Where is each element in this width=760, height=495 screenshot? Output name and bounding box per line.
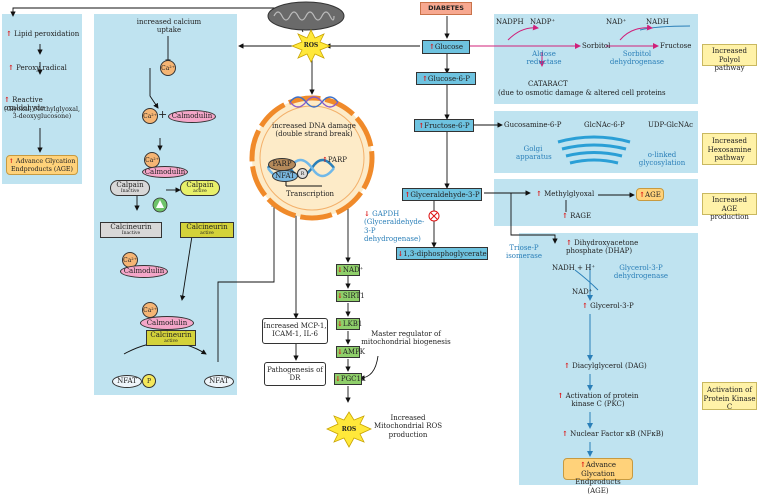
ca-ion-5: Ca²⁺ — [142, 302, 158, 318]
advance-glycation-left: ↑ Advance Glycation Endproducts (AGE) — [6, 155, 78, 175]
golgi-apparatus-icon — [557, 135, 631, 165]
plus-sign: + — [158, 108, 168, 121]
ros-burst-top-icon — [290, 29, 332, 63]
pathogenesis-box: Pathogenesis of DR — [264, 362, 326, 386]
glyceraldehyde-3-p-box: ↑Glyceraldehyde-3-P — [402, 188, 482, 201]
ros-bottom-label: ROS — [341, 426, 357, 433]
cataract-label: CATARACT — [528, 80, 568, 88]
diabetes-box: DIABETES — [420, 2, 472, 15]
cataract-cause: (due to osmotic damage & altered cell pr… — [498, 89, 666, 97]
advance-glycation-right: ↑Advance Glycation Endproducts (AGE) — [563, 458, 633, 495]
hexosamine-panel — [494, 111, 698, 173]
peroxy-radical: ↑ Peroxy radical — [8, 63, 67, 72]
glycerol-3-p-label: ↑ Glycerol-3-P — [582, 301, 634, 310]
ca-ion-2: Ca²⁺ — [142, 108, 158, 124]
nfat-dephosphorylated: NFAT — [204, 375, 234, 388]
side-label-age: Increased AGE production — [702, 193, 757, 221]
gapdh-label: ↓ GAPDH (Glyceraldehyde-3-P dehydrogenas… — [364, 209, 425, 244]
increased-mito-ros: Increased Mitochondrial ROS production — [373, 414, 443, 439]
polyol-panel — [494, 14, 698, 104]
ros-top-label: ROS — [303, 42, 319, 49]
calcium-uptake-title: increased calcium uptake — [136, 18, 202, 35]
glucose-6-p-box: ↑Glucose-6-P — [416, 72, 476, 85]
phosphate-icon: P — [142, 374, 156, 388]
r-marker: R — [297, 168, 308, 179]
dna-damage-text: increased DNA damage (double strand brea… — [272, 122, 356, 139]
methylglyoxal-label: ↑ Methylglyoxal — [536, 189, 595, 198]
nucleus-icon — [249, 95, 375, 221]
age-panel — [494, 179, 698, 226]
nad-box: ↓NAD⁺ — [336, 264, 364, 276]
glucose-box: ↑Glucose — [422, 40, 470, 54]
bpg-box: ↓1,3-diphosphoglycerate — [396, 247, 488, 260]
parp-label: ↑PARP — [322, 155, 347, 164]
side-label-polyol: Increased Polyol pathway — [702, 44, 757, 72]
triose-isomerase-label: Triose-P isomerase — [505, 244, 543, 261]
side-label-pkc: Activation of Protein Kinase C — [702, 382, 757, 411]
nadh-polyol-label: NADH — [646, 18, 669, 26]
lipid-peroxidation: ↑ Lipid peroxidation — [6, 29, 80, 38]
rage-label: ↑ RAGE — [562, 211, 592, 220]
nadph-label: NADPH — [496, 18, 524, 26]
dhap-label: ↑ Dihydroxyacetone phosphate (DHAP) — [566, 238, 639, 256]
pgc1a-box: ↓PGC1α — [334, 373, 366, 385]
nadh-h-label: NADH + H⁺ — [552, 264, 596, 272]
nfkb-label: ↑ Nuclear Factor κB (NFκB) — [562, 429, 664, 438]
pkc-panel — [519, 233, 698, 485]
sirt1-box: ↓SIRT1 — [336, 290, 365, 302]
aldose-reductase-label: Aldose reductase — [526, 50, 562, 67]
golgi-label: Golgi apparatus — [516, 145, 552, 162]
age-box: ↑AGE — [636, 188, 664, 201]
activation-triangle-icon — [152, 197, 168, 213]
mcp-box: Increased MCP-1, ICAM-1, IL-6 — [262, 318, 328, 344]
ros-burst-bottom-icon — [326, 411, 372, 448]
nfat-phosphorylated: NFAT — [112, 375, 142, 388]
ampk-box: ↓AMPK — [336, 346, 366, 358]
calmodulin-1: Calmodulin — [168, 110, 216, 123]
sorbitol-dehydrogenase-label: Sorbitol dehydrogenase — [609, 50, 665, 67]
parp-protein: PARP — [268, 158, 296, 171]
nad-polyol-label: NAD⁺ — [606, 18, 627, 26]
udp-glcnac-label: UDP-GlcNAc — [648, 121, 694, 129]
nadp-label: NADP⁺ — [530, 18, 556, 26]
glcnac-6-p-label: GlcNAc-6-P — [584, 121, 625, 129]
inhibition-icon — [428, 210, 440, 222]
glycerol-3-p-dh-label: Glycerol-3-P dehydrogenase — [613, 264, 669, 281]
calmodulin-2: Calmodulin — [142, 166, 188, 178]
pkc-activation-label: ↑ Activation of protein kinase C (PKC) — [557, 391, 639, 409]
reactive-oxaldehyde-examples: (Glyoxal, Methylglyoxal, 3-deoxyglucoson… — [4, 106, 80, 121]
gucosamine-label: Gucosamine-6-P — [504, 121, 562, 129]
nfat-protein: NFAT — [272, 170, 298, 182]
fructose-label: Fructose — [660, 42, 692, 50]
calmodulin-4: Calmodulin — [140, 316, 194, 330]
master-regulator-text: Master regulator of mitochondrial biogen… — [361, 330, 451, 347]
transcription-label: Transcription — [286, 190, 335, 198]
calmodulin-3: Calmodulin — [120, 265, 168, 278]
o-linked-label: o-linked glycosylation — [638, 151, 686, 168]
fructose-6-p-box: ↑Fructose-6-P — [414, 119, 474, 132]
ca-ion-1: Ca²⁺ — [160, 60, 176, 76]
side-label-hexosamine: Increased Hexosamine pathway — [702, 133, 757, 165]
sorbitol-label: Sorbitol — [582, 42, 611, 50]
lkb1-box: ↓LKB1 — [336, 318, 363, 330]
nad-pkc-label: NAD⁺ — [572, 288, 593, 296]
reactive-oxaldehyde: ↑ Reactive oxaldehyde — [4, 95, 45, 113]
dag-label: ↑ Diacylglycerol (DAG) — [564, 361, 647, 370]
mitochondrion-icon — [267, 1, 345, 31]
